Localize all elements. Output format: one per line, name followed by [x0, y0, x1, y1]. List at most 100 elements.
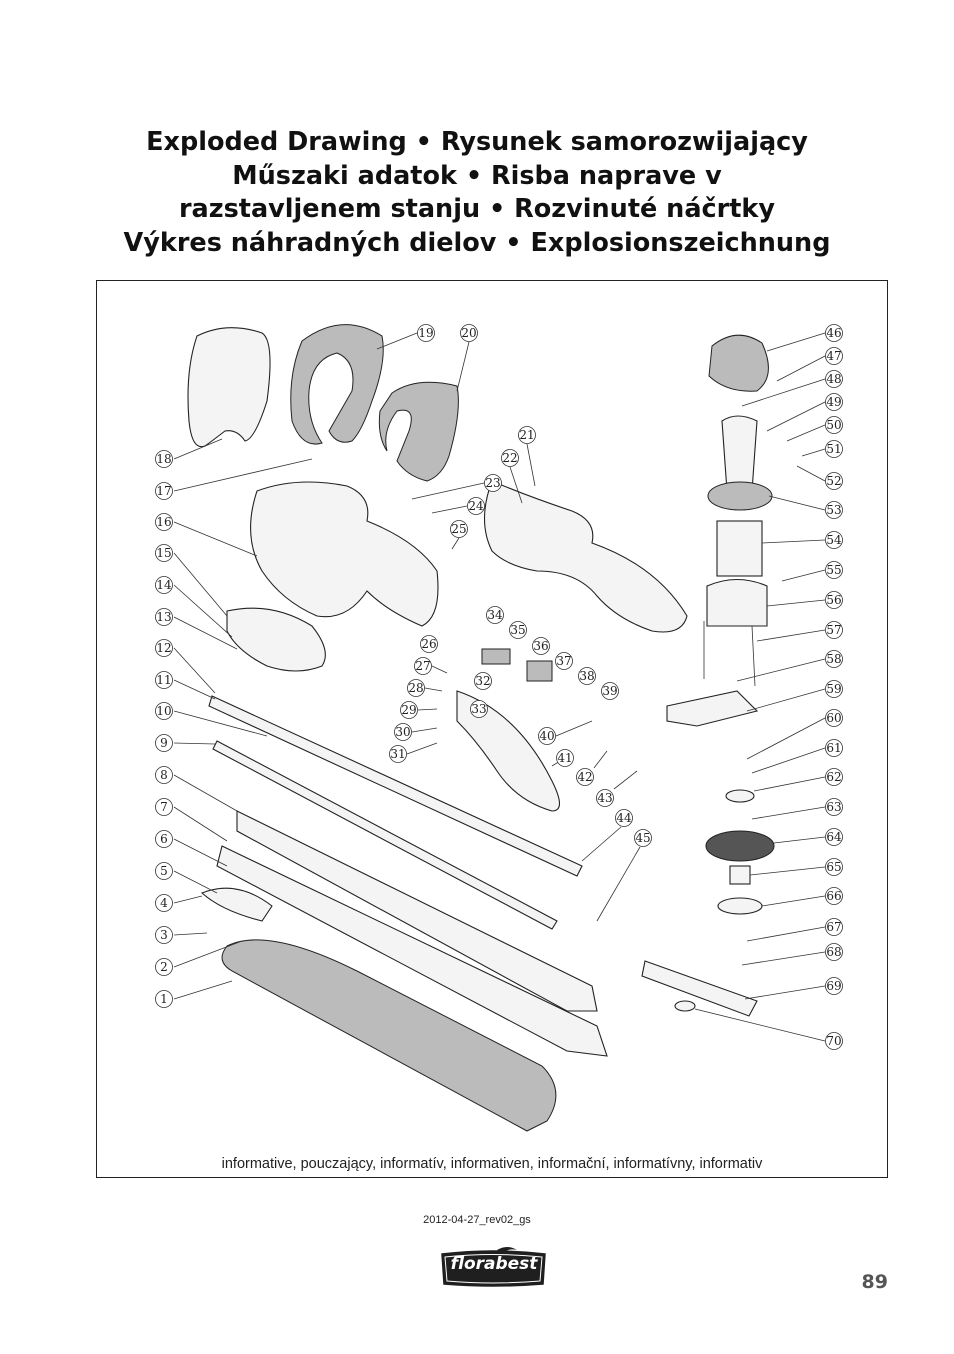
callout-4: 4	[155, 894, 203, 912]
svg-text:59: 59	[826, 682, 841, 696]
svg-text:16: 16	[156, 515, 171, 529]
svg-text:54: 54	[826, 533, 842, 547]
svg-text:53: 53	[826, 503, 841, 517]
callout-37: 37	[555, 652, 573, 670]
page-title: Exploded Drawing • Rysunek samorozwijają…	[60, 126, 894, 260]
washer-70	[674, 1000, 696, 1012]
svg-text:15: 15	[156, 546, 171, 560]
callout-14: 14	[155, 576, 233, 638]
callout-45: 45	[596, 829, 652, 922]
svg-text:9: 9	[160, 736, 168, 750]
svg-text:28: 28	[408, 681, 423, 695]
guide-bar	[208, 695, 583, 877]
title-line-1: Exploded Drawing • Rysunek samorozwijają…	[146, 127, 808, 157]
svg-text:36: 36	[533, 639, 548, 653]
brand-name: florabest	[450, 1254, 538, 1274]
svg-text:65: 65	[826, 860, 841, 874]
svg-text:31: 31	[390, 747, 405, 761]
callout-27: 27	[414, 657, 448, 675]
callout-39: 39	[601, 682, 619, 700]
callout-16: 16	[155, 513, 258, 557]
svg-text:39: 39	[602, 684, 617, 698]
svg-text:29: 29	[401, 703, 416, 717]
callout-21: 21	[518, 426, 536, 487]
svg-text:5: 5	[160, 864, 168, 878]
callout-57: 57	[756, 621, 843, 642]
callout-55: 55	[781, 561, 843, 582]
svg-text:18: 18	[156, 452, 171, 466]
svg-text:58: 58	[826, 652, 841, 666]
callout-12: 12	[155, 639, 216, 694]
svg-text:44: 44	[616, 811, 632, 825]
svg-text:55: 55	[826, 563, 841, 577]
svg-text:57: 57	[826, 623, 841, 637]
svg-text:20: 20	[461, 326, 476, 340]
svg-text:12: 12	[156, 641, 171, 655]
svg-text:1: 1	[160, 992, 168, 1006]
title-line-3: razstavljenem stanju • Rozvinuté náčrtky	[178, 194, 776, 224]
bearing-housing	[706, 578, 768, 627]
callout-17: 17	[155, 458, 313, 500]
callout-26: 26	[420, 635, 438, 653]
callout-69: 69	[744, 977, 843, 1000]
callout-3: 3	[155, 926, 208, 944]
lower-blade	[216, 845, 608, 1057]
svg-text:69: 69	[826, 979, 841, 993]
callout-70: 70	[694, 1008, 843, 1050]
callout-49: 49	[766, 393, 843, 432]
callout-18: 18	[155, 438, 223, 468]
svg-text:25: 25	[451, 522, 466, 536]
revision-code: 2012-04-27_rev02_gs	[423, 1214, 531, 1226]
motor-housing-right	[484, 480, 688, 633]
switch-body	[526, 660, 553, 682]
callout-64: 64	[773, 828, 843, 846]
callout-53: 53	[768, 495, 843, 519]
callout-34: 34	[486, 606, 504, 624]
callout-59: 59	[746, 680, 843, 712]
svg-text:7: 7	[160, 800, 168, 814]
callout-51: 51	[801, 440, 843, 458]
svg-text:32: 32	[475, 674, 490, 688]
svg-text:38: 38	[579, 669, 594, 683]
bearing-washer	[725, 789, 755, 803]
callout-11: 11	[155, 671, 216, 700]
svg-text:6: 6	[160, 832, 168, 846]
svg-text:4: 4	[160, 896, 168, 910]
callout-15: 15	[155, 544, 228, 617]
svg-text:43: 43	[597, 791, 612, 805]
callout-2: 2	[155, 940, 243, 976]
callout-31: 31	[389, 742, 438, 763]
svg-text:48: 48	[826, 372, 841, 386]
svg-text:2: 2	[160, 960, 168, 974]
callout-67: 67	[746, 918, 843, 942]
svg-text:40: 40	[539, 729, 554, 743]
svg-text:33: 33	[471, 702, 486, 716]
callout-41: 41	[551, 749, 574, 767]
svg-text:66: 66	[826, 889, 841, 903]
callout-46: 46	[766, 324, 843, 352]
title-line-4: Výkres náhradných dielov • Explosionszei…	[123, 227, 831, 258]
svg-text:41: 41	[557, 751, 572, 765]
fan-cover	[708, 334, 769, 392]
svg-text:68: 68	[826, 945, 841, 959]
florabest-logo: florabest	[437, 1246, 550, 1288]
callout-24: 24	[431, 497, 485, 515]
blade-rail	[212, 740, 558, 930]
upper-blade	[236, 810, 598, 1012]
stator	[716, 520, 763, 577]
callout-40: 40	[538, 720, 593, 745]
svg-text:51: 51	[826, 442, 841, 456]
svg-text:23: 23	[485, 476, 500, 490]
svg-text:62: 62	[826, 770, 841, 784]
exploded-drawing: 1 2 3 4 5 6 7 8 9 10 11 12 13 14 15 16 1…	[155, 324, 843, 1132]
callout-43: 43	[596, 770, 638, 807]
svg-text:19: 19	[418, 326, 433, 340]
cam	[717, 897, 763, 915]
hand-guard	[187, 327, 271, 448]
svg-text:60: 60	[826, 711, 841, 725]
handle-cover	[378, 381, 459, 482]
svg-text:8: 8	[160, 768, 168, 782]
svg-text:63: 63	[826, 800, 841, 814]
callout-13: 13	[155, 608, 238, 650]
callout-56: 56	[766, 591, 843, 609]
